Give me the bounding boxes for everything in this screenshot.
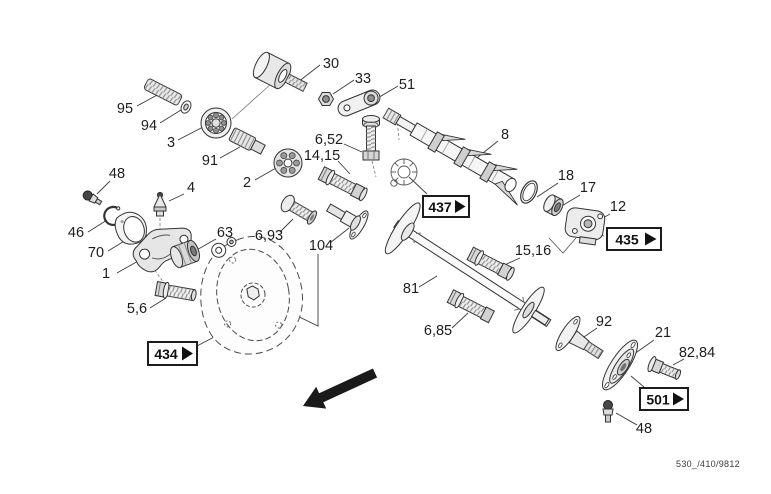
part-6-52-bolt [362,115,380,161]
part-label-94: 94 [141,118,157,134]
ref-box-434-frame[interactable] [147,341,198,366]
part-label-70: 70 [88,245,104,261]
part-5-6-bolt [154,281,197,302]
ref-box-501[interactable]: 501 [639,387,689,411]
ref-box-435-arrow-icon [645,232,657,246]
ref-box-437-frame[interactable] [422,195,470,218]
part-8-knife-shaft [382,107,518,206]
part-label-6-93: 6,93 [255,228,283,244]
part-82-84-bolt [647,356,682,380]
part-label-6-85: 6,85 [424,323,452,339]
knife-holder-bands [427,131,518,206]
part-30-roller-coupling [252,51,308,92]
ref-box-501-arrow-icon [673,392,684,406]
ref-box-437[interactable]: 437 [422,195,470,218]
part-label-30: 30 [323,56,339,72]
part-48-grease-nipple-lower [602,400,614,423]
part-label-17: 17 [580,180,596,196]
part-label-95: 95 [117,101,133,117]
part-lock-plate [390,158,418,187]
part-label-63: 63 [217,225,233,241]
part-label-15-16: 15,16 [515,243,551,259]
part-51-link-plate [337,89,381,117]
part-label-3: 3 [167,135,175,151]
part-label-2: 2 [243,175,251,191]
part-cover-plate [200,235,304,355]
part-label-8: 8 [501,127,509,143]
ref-box-435-frame[interactable] [606,227,662,251]
part-17-bushing [543,194,564,217]
part-92-stub-shaft [555,315,604,360]
ref-box-435[interactable]: 435 [606,227,662,251]
part-63-rubber-roller [170,239,200,269]
part-12-bearing-bracket [564,207,606,246]
part-95-threaded-stud [143,78,183,106]
ref-box-501-label[interactable]: 501 [646,392,670,408]
ref-box-434[interactable]: 434 [147,341,198,366]
ref-box-437-arrow-icon [455,200,466,213]
part-label-6-52: 6,52 [315,132,343,148]
part-label-4: 4 [187,180,195,196]
part-label-48-lower: 48 [636,421,652,437]
part-48-grease-nipple-upper [82,190,103,206]
ref-box-435-label[interactable]: 435 [615,232,639,248]
part-94-washer [180,100,192,114]
part-33-nut [317,92,335,106]
part-4-cone-point [153,191,167,217]
part-14-15-bolt [317,166,368,202]
ref-box-501-frame[interactable] [639,387,689,411]
part-label-46: 46 [68,225,84,241]
part-label-92: 92 [596,314,612,330]
part-label-12: 12 [610,199,626,215]
part-18-seal-ring [520,180,538,204]
drawing-number: 530_/410/9812 [676,459,740,469]
part-label-14-15: 14,15 [304,148,340,164]
part-21-flanged-hub [601,339,639,391]
part-label-18: 18 [558,168,574,184]
part-91-splined-bushing [228,127,266,155]
ref-box-434-arrow-icon [182,346,193,361]
part-15-16-bolt [466,246,515,281]
part-label-48-upper: 48 [109,166,125,182]
part-104-stub-shaft [325,203,369,240]
part-label-33: 33 [355,71,371,87]
ref-box-434-label[interactable]: 434 [154,346,178,362]
ref-box-437-label[interactable]: 437 [428,199,452,215]
part-6-85-bolt [446,289,496,324]
part-6-93-bolt [280,194,318,225]
part-label-81: 81 [403,281,419,297]
part-label-21: 21 [655,325,671,341]
part-label-82-84: 82,84 [679,345,715,361]
part-label-51: 51 [399,77,415,93]
part-3-ball-bearing [200,107,232,139]
part-label-104: 104 [309,238,333,254]
part-81-axle-shaft [384,202,552,334]
part-70-gasket [114,211,147,245]
direction-of-travel-arrow-icon [303,368,378,409]
part-label-1: 1 [102,266,110,282]
cover-mount-tab [211,236,237,258]
part-label-5-6: 5,6 [127,301,147,317]
part-label-91: 91 [202,153,218,169]
part-2-bearing-disc [273,148,303,178]
